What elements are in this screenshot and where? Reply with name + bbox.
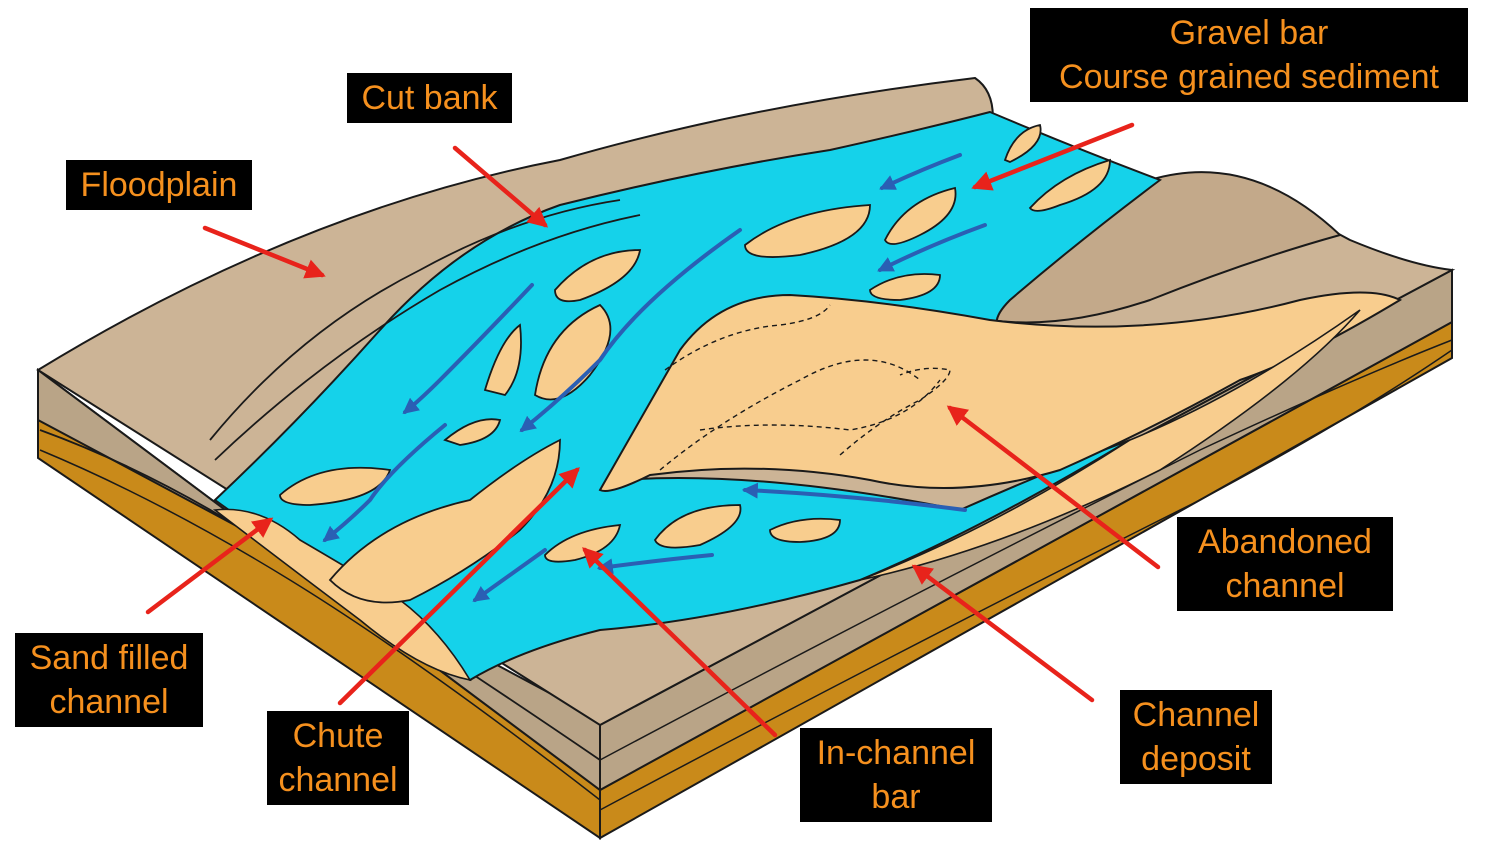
floodplain-arrow: [202, 225, 326, 279]
sand-filled-channel-arrow: [145, 517, 274, 615]
label-channel-deposit: Channel deposit: [1120, 690, 1272, 784]
label-abandoned-channel: Abandoned channel: [1177, 517, 1393, 611]
channel-deposit-fill: [859, 309, 1361, 581]
abandoned-channel-arrow: [946, 405, 1161, 570]
flow-arrow: [472, 548, 547, 602]
gravel-bar-arrow: [971, 122, 1135, 191]
label-in-channel-bar: In-channel bar: [800, 728, 992, 822]
flow-arrow: [519, 228, 742, 432]
pointer-arrows: [145, 122, 1161, 738]
label-gravel-bar: Gravel bar Course grained sediment: [1030, 8, 1468, 102]
in-channel-bar-arrow: [582, 547, 778, 738]
flow-arrow: [741, 482, 967, 512]
label-cut-bank: Cut bank: [347, 73, 512, 123]
chute-channel-arrow: [337, 467, 580, 706]
flow-arrow: [402, 283, 534, 414]
label-sand-filled-channel: Sand filled channel: [15, 633, 203, 727]
flow-arrow: [879, 153, 962, 190]
cut-bank-lines: [209, 199, 641, 461]
cut-bank-arrow: [452, 145, 549, 228]
flow-arrow: [596, 553, 714, 575]
flow-arrow: [322, 423, 447, 542]
abandoned-channel-dashed-lines: [659, 304, 951, 471]
channel-deposit-arrow: [911, 564, 1095, 703]
label-chute-channel: Chute channel: [267, 711, 409, 805]
flow-arrows: [322, 153, 987, 602]
label-floodplain: Floodplain: [66, 160, 252, 210]
abandoned-channel-sand: [598, 291, 1403, 492]
flow-arrow: [877, 223, 987, 272]
